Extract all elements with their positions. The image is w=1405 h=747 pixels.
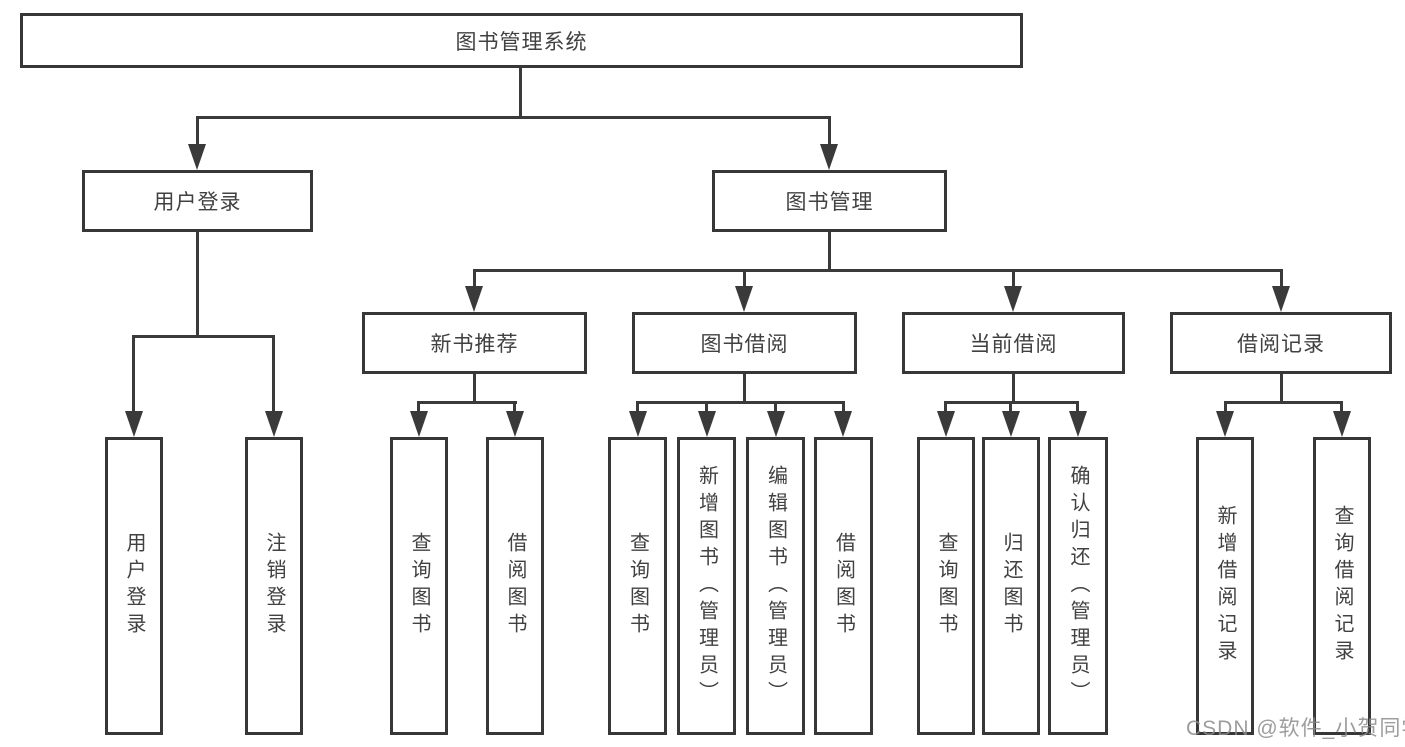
node-label: 图书管理 (785, 191, 874, 214)
connector-line (637, 401, 844, 404)
leaf-label: 归还图书 (1000, 532, 1022, 640)
connector-line (132, 335, 135, 415)
node-label: 图书管理系统 (455, 30, 588, 54)
node-new-book-recommendation: 新书推荐 (362, 312, 587, 374)
leaf-label: 新增借阅记录 (1214, 505, 1236, 667)
leaf-label: 注销登录 (263, 532, 285, 640)
connector-line (272, 335, 275, 415)
connector-line (519, 66, 522, 119)
leaf-label: 借阅图书 (504, 532, 526, 640)
connector-line (473, 269, 1283, 272)
leaf-add-books-admin: 新增图书（管理员） (677, 437, 736, 735)
leaf-label: 查询图书 (935, 532, 957, 640)
arrow-down-icon (410, 411, 428, 437)
arrow-down-icon (465, 286, 483, 312)
node-current-borrowing: 当前借阅 (902, 312, 1125, 374)
arrow-down-icon (1216, 411, 1234, 437)
arrow-down-icon (125, 411, 143, 437)
arrow-down-icon (1333, 411, 1351, 437)
connector-line (196, 116, 199, 148)
leaf-label: 新增图书（管理员） (695, 464, 718, 708)
arrow-down-icon (1069, 411, 1087, 437)
connector-line (828, 116, 831, 148)
node-borrowing-records: 借阅记录 (1170, 312, 1392, 374)
leaf-add-borrow-record: 新增借阅记录 (1196, 437, 1254, 735)
connector-line (842, 401, 845, 415)
connector-line (418, 401, 517, 404)
connector-line (197, 116, 831, 119)
leaf-logout: 注销登录 (245, 437, 303, 735)
connector-line (1280, 269, 1283, 289)
leaf-label: 查询借阅记录 (1331, 505, 1353, 667)
arrow-down-icon (506, 411, 524, 437)
connector-line (1224, 401, 1227, 415)
arrow-down-icon (1004, 286, 1022, 312)
node-label: 用户登录 (153, 191, 242, 214)
node-label: 图书借阅 (700, 333, 789, 356)
leaf-label: 借阅图书 (832, 532, 855, 640)
node-user-login: 用户登录 (82, 170, 313, 232)
connector-line (1076, 401, 1079, 415)
leaf-borrow-books: 借阅图书 (814, 437, 873, 735)
node-label: 新书推荐 (430, 333, 519, 356)
connector-line (828, 232, 831, 272)
arrow-down-icon (767, 411, 785, 437)
leaf-user-login: 用户登录 (105, 437, 163, 735)
connector-line (743, 374, 746, 404)
node-library-management-system: 图书管理系统 (20, 13, 1023, 68)
connector-line (774, 401, 777, 415)
arrow-down-icon (937, 411, 955, 437)
leaf-query-books-current: 查询图书 (917, 437, 975, 735)
arrow-down-icon (188, 144, 206, 170)
connector-line (743, 269, 746, 289)
connector-line (705, 401, 708, 415)
node-book-borrowing: 图书借阅 (632, 312, 857, 374)
arrow-down-icon (698, 411, 716, 437)
leaf-label: 查询图书 (626, 532, 649, 640)
node-label: 借阅记录 (1237, 333, 1325, 356)
arrow-down-icon (735, 286, 753, 312)
leaf-confirm-return-admin: 确认归还（管理员） (1048, 437, 1108, 735)
connector-line (473, 374, 476, 404)
node-label: 当前借阅 (969, 333, 1058, 356)
leaf-query-books-recommendation: 查询图书 (390, 437, 448, 735)
connector-line (944, 401, 947, 415)
leaf-label: 确认归还（管理员） (1067, 464, 1089, 708)
connector-line (1280, 374, 1283, 404)
leaf-return-books: 归还图书 (982, 437, 1040, 735)
leaf-label: 编辑图书（管理员） (764, 464, 787, 708)
connector-line (1012, 374, 1015, 404)
leaf-borrow-books-recommendation: 借阅图书 (486, 437, 544, 735)
arrow-down-icon (265, 411, 283, 437)
connector-line (196, 232, 199, 338)
arrow-down-icon (1272, 286, 1290, 312)
leaf-label: 用户登录 (123, 532, 145, 640)
connector-line (1224, 401, 1342, 404)
connector-line (1009, 401, 1012, 415)
arrow-down-icon (629, 411, 647, 437)
arrow-down-icon (1002, 411, 1020, 437)
leaf-edit-books-admin: 编辑图书（管理员） (746, 437, 805, 735)
leaf-label: 查询图书 (408, 532, 430, 640)
arrow-down-icon (820, 144, 838, 170)
connector-line (132, 335, 275, 338)
connector-line (1012, 269, 1015, 289)
connector-line (1340, 401, 1343, 415)
connector-line (513, 401, 516, 415)
node-book-management: 图书管理 (712, 170, 947, 232)
connector-line (636, 401, 639, 415)
csdn-watermark: CSDN @软件_小贺同学 (1186, 717, 1405, 740)
leaf-query-books-borrowing: 查询图书 (608, 437, 667, 735)
leaf-query-borrow-record: 查询借阅记录 (1313, 437, 1371, 735)
connector-line (417, 401, 420, 415)
connector-line (473, 269, 476, 289)
arrow-down-icon (834, 411, 852, 437)
